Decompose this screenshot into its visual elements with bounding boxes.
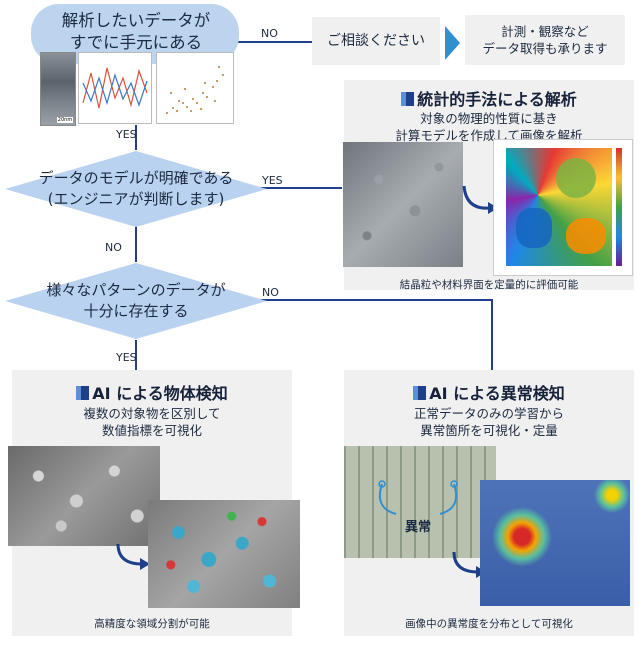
object-desc-1: 複数の対象物を区別して — [83, 406, 221, 421]
title-square-icon — [413, 386, 427, 400]
anomaly-panel-footer: 画像中の異常度を分布として可視化 — [405, 618, 573, 630]
curved-arrow-icon — [116, 543, 150, 570]
sem-particles-image — [8, 446, 160, 546]
stats-panel-title: 統計的手法による解析 — [344, 90, 634, 110]
anomaly-panel-title: AI による異常検知 — [344, 384, 634, 404]
object-panel-footer: 高精度な領域分割が可能 — [94, 618, 210, 630]
title-square-icon — [401, 92, 415, 106]
object-panel-desc: 複数の対象物を区別して 数値指標を可視化 — [12, 405, 292, 439]
anomaly-desc-2: 異常箇所を可視化・定量 — [420, 423, 558, 438]
anomaly-label: 異常 — [404, 520, 431, 535]
consult-box: ご相談ください — [312, 17, 440, 65]
decision-diamond-2 — [5, 263, 267, 339]
decision-1-text: データのモデルが明確である (エンジニアが判断します) — [4, 168, 268, 210]
segmented-particles-image — [148, 500, 300, 608]
no-label-2: NO — [105, 241, 122, 254]
object-title-text: AI による物体検知 — [92, 384, 228, 403]
scatter-chart-thumbnail — [156, 52, 234, 124]
line-chart-thumbnail — [78, 52, 152, 124]
grain-map-image — [506, 148, 612, 266]
object-panel-title: AI による物体検知 — [12, 384, 292, 404]
anomaly-title-text: AI による異常検知 — [429, 384, 565, 403]
anomaly-panel-desc: 正常データのみの学習から 異常箇所を可視化・定量 — [344, 405, 634, 439]
colorbar — [616, 148, 622, 266]
anomaly-pointer-arrows — [378, 480, 458, 515]
chevron-right-icon — [445, 26, 460, 60]
yes-label-3: YES — [116, 351, 137, 364]
micrograph-thumbnail: 20nm — [40, 52, 76, 126]
decision-2-line-1: 様々なパターンのデータが — [46, 281, 226, 299]
decision-diamond-1 — [5, 151, 267, 227]
start-text: 解析したいデータが すでに手元にある — [40, 10, 232, 54]
tem-micrograph — [343, 142, 463, 267]
anomaly-desc-1: 正常データのみの学習から — [413, 406, 564, 421]
title-square-icon — [76, 386, 90, 400]
request-line-2: データ取得も承ります — [482, 41, 608, 56]
start-line-2: すでに手元にある — [69, 33, 203, 52]
decision-1-line-1: データのモデルが明確である — [38, 169, 234, 187]
stats-desc-1: 対象の物理的性質に基き — [420, 111, 558, 126]
start-line-1: 解析したいデータが — [61, 11, 211, 30]
grain-map-chart — [493, 139, 633, 276]
decision-2-text: 様々なパターンのデータが 十分に存在する — [4, 280, 268, 322]
scale-bar: 20nm — [57, 117, 73, 123]
yes-label-2: YES — [262, 174, 283, 187]
decision-1-line-2: (エンジニアが判断します) — [47, 190, 225, 208]
no-label-3: NO — [262, 286, 279, 299]
no-label-1: NO — [261, 27, 278, 40]
start-terminal — [31, 4, 239, 64]
yes-label-1: YES — [116, 128, 137, 141]
request-box: 計測・観察など データ取得も承ります — [465, 15, 625, 65]
stats-panel-footer: 結晶粒や材料界面を定量的に評価可能 — [399, 279, 579, 291]
inspection-image — [344, 446, 496, 558]
consult-text: ご相談ください — [327, 33, 425, 49]
request-line-1: 計測・観察など — [501, 24, 589, 39]
object-desc-2: 数値指標を可視化 — [101, 423, 202, 438]
stats-title-text: 統計的手法による解析 — [417, 90, 577, 109]
anomaly-heatmap — [480, 480, 630, 606]
decision-2-line-2: 十分に存在する — [83, 302, 189, 320]
